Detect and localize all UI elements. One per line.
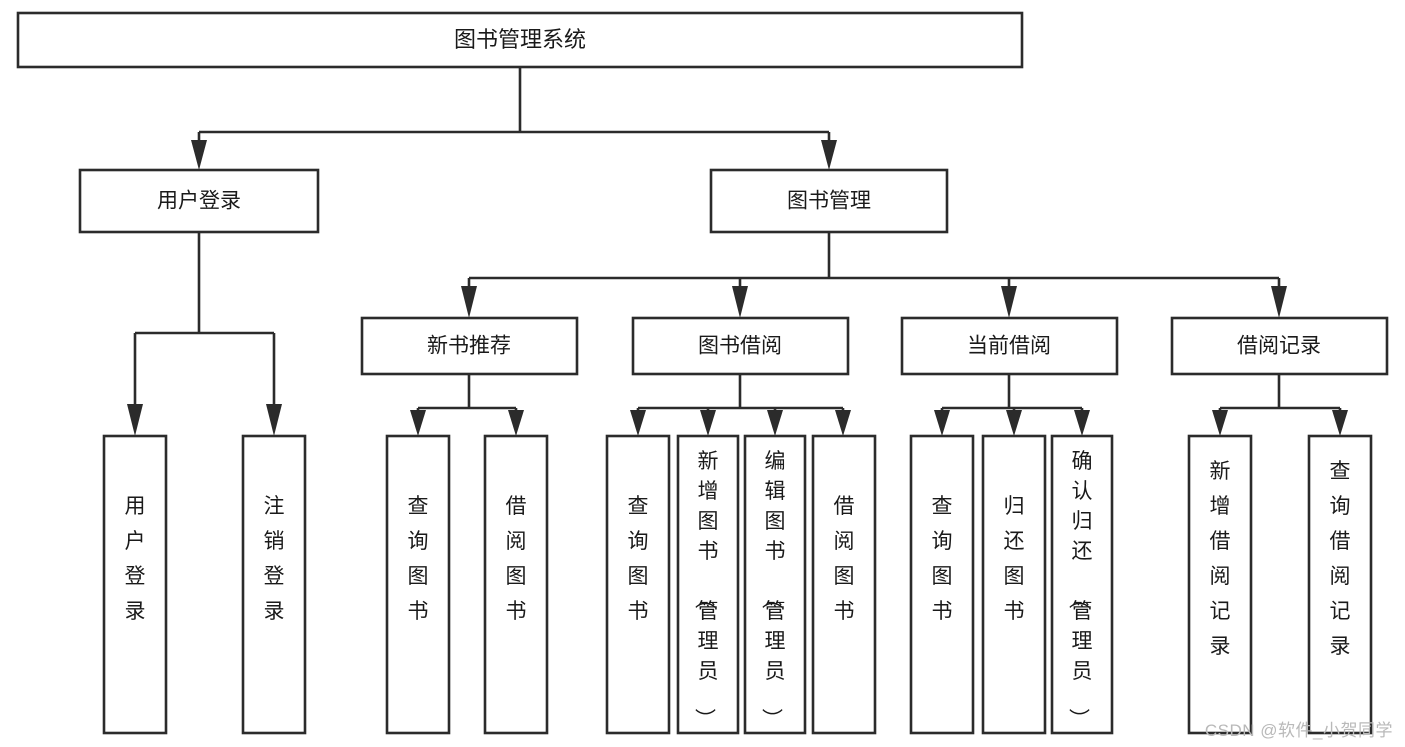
node-leaf-edit-book-box[interactable]	[743, 434, 807, 735]
arrow-to-leaf-return-book	[1006, 410, 1022, 436]
node-borrow-record[interactable]: 借阅记录	[1170, 316, 1389, 376]
node-book-manage[interactable]: 图书管理	[709, 168, 949, 234]
node-leaf-confirm-return-label: 确认归还（管理员）	[1067, 450, 1093, 729]
node-leaf-logout[interactable]: 注销登录	[241, 434, 307, 735]
node-leaf-borrow-book-2-label: 借阅图书	[834, 495, 855, 623]
node-book-borrow-box[interactable]	[631, 316, 850, 376]
arrow-to-leaf-user-login	[127, 404, 143, 436]
node-leaf-query-book-1[interactable]: 查询图书	[385, 434, 451, 735]
node-root-label: 图书管理系统	[454, 27, 586, 52]
arrow-to-leaf-query-record	[1332, 410, 1348, 436]
node-leaf-add-record-box[interactable]	[1187, 434, 1253, 735]
node-leaf-query-record[interactable]: 查询借阅记录	[1307, 434, 1373, 735]
node-leaf-query-record-box[interactable]	[1307, 434, 1373, 735]
node-leaf-add-book[interactable]: 新增图书（管理员）	[676, 434, 740, 735]
node-leaf-return-book-box[interactable]	[981, 434, 1047, 735]
node-leaf-borrow-book-2[interactable]: 借阅图书	[811, 434, 877, 735]
arrow-to-leaf-confirm-return	[1074, 410, 1090, 436]
arrow-to-leaf-logout	[266, 404, 282, 436]
node-new-book-recommend-label: 新书推荐	[427, 335, 511, 358]
arrow-to-leaf-borrow-book-2	[835, 410, 851, 436]
node-book-borrow-label: 图书借阅	[698, 335, 782, 358]
node-user-login-box[interactable]	[78, 168, 320, 234]
node-leaf-query-book-3-label: 查询图书	[932, 495, 953, 623]
arrow-to-leaf-edit-book	[767, 410, 783, 436]
node-root-box[interactable]	[16, 11, 1024, 69]
arrow-to-borrow-record	[1271, 286, 1287, 318]
node-user-login-label: 用户登录	[157, 190, 241, 213]
node-leaf-query-book-1-box[interactable]	[385, 434, 451, 735]
node-leaf-return-book-label: 归还图书	[1004, 495, 1025, 623]
arrow-to-leaf-query-book-1	[410, 410, 426, 436]
node-leaf-query-book-3[interactable]: 查询图书	[909, 434, 975, 735]
connector-layer	[127, 67, 1348, 436]
node-leaf-borrow-book-2-box[interactable]	[811, 434, 877, 735]
arrow-root-to-user-login	[191, 140, 207, 170]
node-leaf-query-book-2[interactable]: 查询图书	[605, 434, 671, 735]
node-leaf-query-book-2-label: 查询图书	[628, 495, 649, 623]
node-leaf-add-record[interactable]: 新增借阅记录	[1187, 434, 1253, 735]
node-leaf-confirm-return-box[interactable]	[1050, 434, 1114, 735]
node-leaf-query-book-2-box[interactable]	[605, 434, 671, 735]
node-user-login[interactable]: 用户登录	[78, 168, 320, 234]
node-leaf-user-login[interactable]: 用户登录	[102, 434, 168, 735]
csdn-watermark: CSDN @软件_小贺同学	[1204, 721, 1393, 740]
node-leaf-borrow-book-1-label: 借阅图书	[506, 495, 527, 623]
node-borrow-record-box[interactable]	[1170, 316, 1389, 376]
node-leaf-query-book-3-box[interactable]	[909, 434, 975, 735]
node-leaf-edit-book[interactable]: 编辑图书（管理员）	[743, 434, 807, 735]
node-leaf-borrow-book-1-box[interactable]	[483, 434, 549, 735]
arrow-to-leaf-add-book	[700, 410, 716, 436]
node-leaf-user-login-label: 用户登录	[125, 495, 146, 623]
node-leaf-edit-book-label: 编辑图书（管理员）	[760, 450, 786, 729]
node-leaf-logout-label: 注销登录	[264, 495, 285, 623]
node-borrow-record-label: 借阅记录	[1237, 335, 1321, 358]
node-new-book-recommend-box[interactable]	[360, 316, 579, 376]
node-leaf-logout-box[interactable]	[241, 434, 307, 735]
arrow-to-leaf-add-record	[1212, 410, 1228, 436]
node-book-manage-label: 图书管理	[787, 190, 871, 213]
node-leaf-query-record-label: 查询借阅记录	[1330, 460, 1351, 658]
arrow-to-current-borrow	[1001, 286, 1017, 318]
node-leaf-add-book-box[interactable]	[676, 434, 740, 735]
arrow-to-leaf-borrow-book-1	[508, 410, 524, 436]
node-book-borrow[interactable]: 图书借阅	[631, 316, 850, 376]
node-leaf-query-book-1-label: 查询图书	[408, 495, 429, 623]
node-current-borrow[interactable]: 当前借阅	[900, 316, 1119, 376]
arrow-to-book-borrow	[732, 286, 748, 318]
arrow-to-leaf-query-book-2	[630, 410, 646, 436]
node-leaf-user-login-box[interactable]	[102, 434, 168, 735]
node-leaf-confirm-return[interactable]: 确认归还（管理员）	[1050, 434, 1114, 735]
node-current-borrow-box[interactable]	[900, 316, 1119, 376]
node-current-borrow-label: 当前借阅	[967, 335, 1051, 358]
node-leaf-add-record-label: 新增借阅记录	[1210, 460, 1231, 658]
node-book-manage-box[interactable]	[709, 168, 949, 234]
node-leaf-return-book[interactable]: 归还图书	[981, 434, 1047, 735]
arrow-root-to-book-manage	[821, 140, 837, 170]
node-leaf-borrow-book-1[interactable]: 借阅图书	[483, 434, 549, 735]
arrow-to-leaf-query-book-3	[934, 410, 950, 436]
node-root[interactable]: 图书管理系统	[16, 11, 1024, 69]
node-leaf-add-book-label: 新增图书（管理员）	[693, 450, 719, 729]
node-new-book-recommend[interactable]: 新书推荐	[360, 316, 579, 376]
arrow-to-new-book-recommend	[461, 286, 477, 318]
